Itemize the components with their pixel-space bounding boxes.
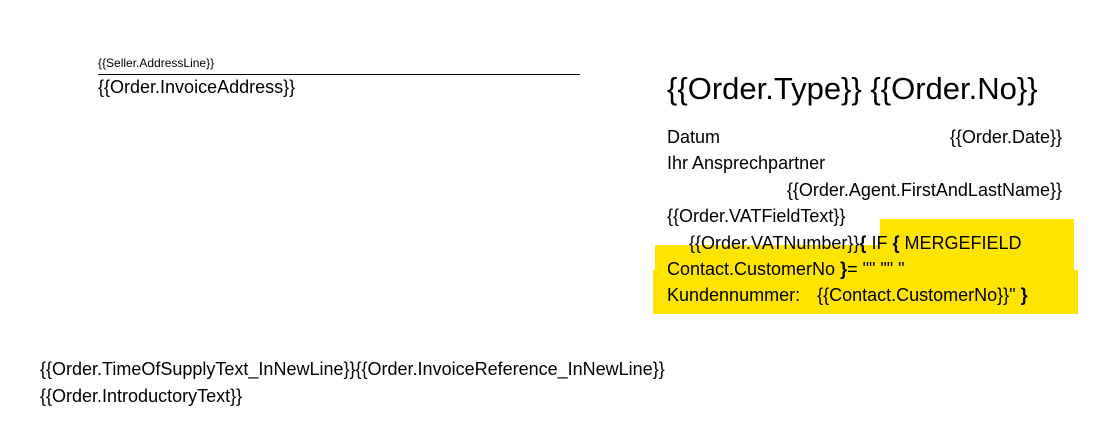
field-open-brace: {: [859, 233, 867, 253]
customer-number-value: {{Contact.CustomerNo}}": [817, 285, 1021, 305]
introductory-text: {{Order.IntroductoryText}}: [40, 386, 243, 406]
field-code-highlight: [880, 219, 1074, 247]
supply-and-reference-text: {{Order.TimeOfSupplyText_InNewLine}}{{Or…: [40, 359, 665, 379]
customer-number-condition-line: Contact.CustomerNo }= "" "" ": [667, 259, 905, 280]
customer-number-label: Kundennummer:: [667, 285, 801, 305]
field-code-highlight: [655, 245, 1074, 271]
field-close-brace: }: [1020, 285, 1028, 305]
seller-address-rule: [98, 74, 580, 75]
date-label: Datum: [667, 127, 721, 147]
field-mergefield-keyword: MERGEFIELD: [899, 233, 1022, 253]
date-value: {{Order.Date}}: [949, 127, 1062, 147]
contact-person-label: Ihr Ansprechpartner: [667, 153, 826, 173]
vat-field-text: {{Order.VATFieldText}}: [667, 206, 846, 226]
field-if-keyword: IF: [866, 233, 893, 253]
vat-number-value: {{Order.VATNumber}}: [689, 233, 860, 253]
seller-address-line: {{Seller.AddressLine}}: [98, 56, 215, 70]
field-code-highlight: [653, 270, 1078, 314]
field-inner-open-brace: {: [892, 233, 900, 253]
field-condition-rest: = "" "" ": [847, 259, 905, 279]
invoice-address: {{Order.InvoiceAddress}}: [98, 77, 296, 97]
customer-number-line: Kundennummer: {{Contact.CustomerNo}}" }: [667, 285, 1028, 306]
field-inner-close-brace: }: [840, 259, 848, 279]
agent-name-value: {{Order.Agent.FirstAndLastName}}: [786, 180, 1062, 200]
document-heading: {{Order.Type}} {{Order.No}}: [667, 71, 1038, 106]
field-mergefield-name: Contact.CustomerNo: [667, 259, 841, 279]
vat-number-line: {{Order.VATNumber}}{ IF { MERGEFIELD: [689, 233, 1021, 254]
